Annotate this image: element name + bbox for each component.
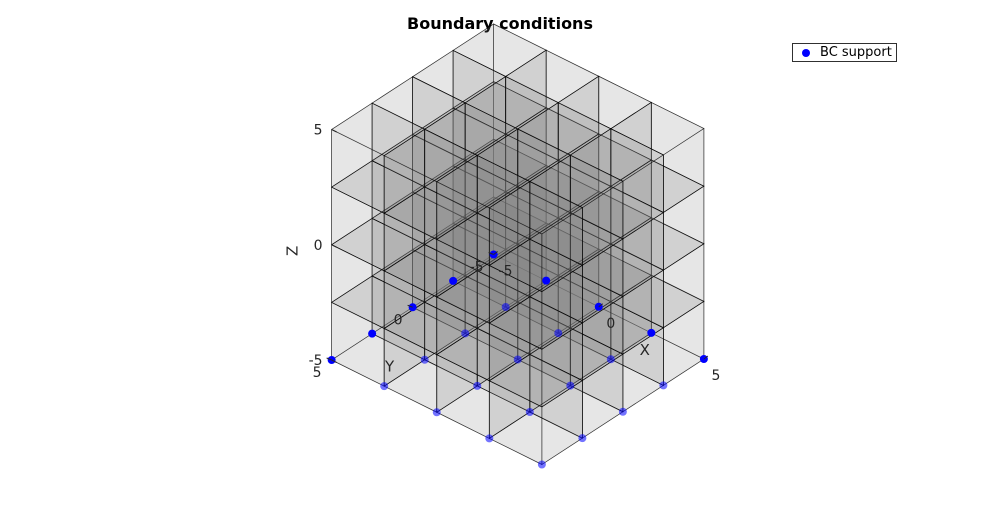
y-tick-mark bbox=[488, 252, 494, 255]
mesh-face bbox=[436, 154, 478, 241]
bc-support-point bbox=[408, 303, 417, 312]
z-tick-mark bbox=[331, 244, 337, 248]
x-tick-label: 5 bbox=[711, 368, 720, 384]
bc-support-point bbox=[566, 381, 575, 390]
y-tick-label: 0 bbox=[394, 312, 403, 328]
mesh-elements bbox=[330, 23, 705, 466]
bc-support-point bbox=[432, 408, 441, 417]
z-tick-mark bbox=[331, 129, 337, 133]
x-tick-label: -5 bbox=[499, 264, 513, 280]
x-tick-mark bbox=[598, 303, 604, 308]
bc-support-point bbox=[485, 434, 494, 443]
bc-support-point bbox=[380, 382, 389, 391]
y-tick-label: -5 bbox=[470, 260, 484, 276]
chart-title: Boundary conditions bbox=[407, 14, 593, 33]
bc-support-point bbox=[501, 303, 510, 311]
x-axis-label: X bbox=[640, 341, 650, 359]
y-tick-mark bbox=[407, 304, 413, 308]
y-axis-label: Y bbox=[384, 357, 395, 375]
z-axis-label: Z bbox=[284, 246, 302, 256]
legend-label: BC support bbox=[820, 45, 892, 60]
bc-support-point bbox=[606, 355, 615, 364]
bc-support-point bbox=[473, 381, 482, 390]
z-tick-label: -5 bbox=[309, 353, 323, 369]
bc-support-point bbox=[554, 329, 563, 338]
y-tick-mark bbox=[326, 357, 332, 361]
bc-support-point bbox=[461, 329, 470, 338]
bc-support-point bbox=[368, 329, 377, 338]
bc-support-point bbox=[618, 407, 627, 416]
bc-support-point bbox=[420, 355, 429, 364]
legend[interactable]: BC support bbox=[792, 43, 897, 62]
z-tick-label: 5 bbox=[314, 123, 323, 139]
x-tick-mark bbox=[703, 355, 709, 360]
mesh-face bbox=[541, 206, 583, 293]
z-tick-label: 0 bbox=[314, 238, 323, 254]
bc-support-series bbox=[327, 250, 708, 469]
bc-support-point bbox=[659, 381, 668, 390]
bc-support-point bbox=[449, 276, 458, 285]
mesh-face bbox=[488, 180, 531, 267]
z-tick-mark bbox=[331, 359, 337, 363]
x-tick-mark bbox=[493, 251, 498, 255]
bc-support-point bbox=[647, 328, 656, 337]
bc-support-point bbox=[537, 460, 546, 469]
bc-support-point bbox=[525, 408, 534, 416]
bc-support-point bbox=[542, 276, 551, 285]
mesh-face bbox=[383, 128, 426, 214]
bc-support-point bbox=[513, 355, 522, 364]
legend-marker-bc-support bbox=[802, 49, 810, 57]
y-tick-label: 5 bbox=[313, 365, 322, 381]
bc-support-point bbox=[578, 434, 587, 443]
x-tick-label: 0 bbox=[606, 316, 615, 332]
